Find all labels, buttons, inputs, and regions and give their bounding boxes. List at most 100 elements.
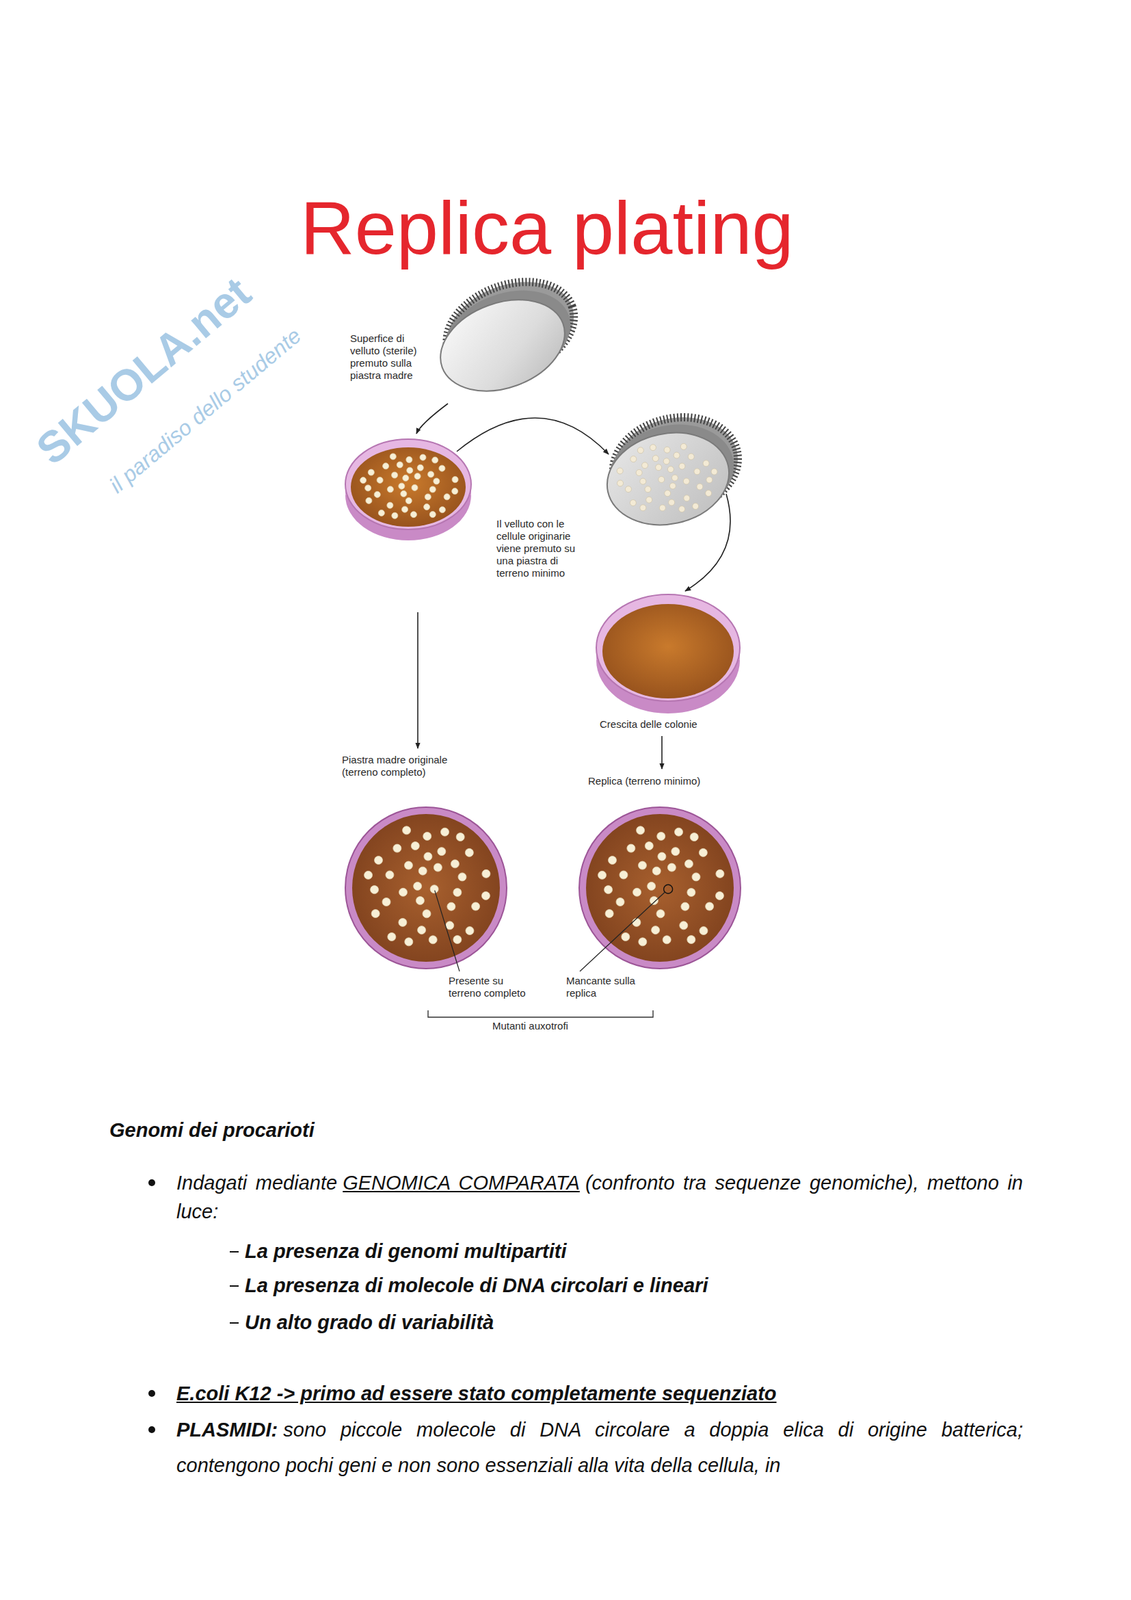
colony xyxy=(652,455,659,462)
colony xyxy=(692,872,701,881)
colony xyxy=(617,480,624,487)
colony xyxy=(683,495,690,502)
colony xyxy=(464,847,474,857)
colony xyxy=(711,468,718,475)
colony xyxy=(465,926,474,935)
colony xyxy=(681,901,690,911)
colony xyxy=(630,456,637,463)
colony xyxy=(389,453,396,460)
colony xyxy=(706,476,713,483)
colony xyxy=(683,477,690,485)
colony xyxy=(616,897,625,907)
colony xyxy=(441,827,450,836)
bullet xyxy=(148,1389,156,1397)
colony xyxy=(367,469,375,476)
sub-item: Un alto grado di variabilità xyxy=(244,1307,494,1337)
colony xyxy=(619,870,628,879)
colony xyxy=(649,444,656,451)
sub-item: La presenza di molecole di DNA circolari… xyxy=(244,1270,708,1300)
leader-lines xyxy=(434,890,665,971)
colony xyxy=(668,499,675,506)
colony xyxy=(640,504,647,511)
colony-callout: Presente su terreno completo xyxy=(448,974,535,1000)
colony-group xyxy=(616,443,718,512)
colony xyxy=(417,925,427,935)
colony xyxy=(423,503,431,511)
colony xyxy=(450,859,459,868)
colony xyxy=(671,847,680,856)
colony xyxy=(604,885,613,894)
colony xyxy=(667,466,674,473)
petri-dish xyxy=(345,806,507,969)
colony xyxy=(662,935,671,944)
colony xyxy=(418,866,427,875)
bracket-label: Mutanti auxotrofi xyxy=(492,1019,569,1032)
step-note: Superfice di velluto (sterile) premuto s… xyxy=(350,332,431,382)
colony xyxy=(667,862,676,872)
colony xyxy=(417,464,424,471)
velvet-block xyxy=(422,265,591,408)
colony xyxy=(387,486,394,493)
colony xyxy=(401,506,408,513)
colony xyxy=(715,890,724,900)
colony xyxy=(374,490,381,498)
colony xyxy=(424,493,431,500)
colony xyxy=(699,926,708,935)
colony xyxy=(674,827,684,836)
colony xyxy=(656,909,665,918)
page-title: Replica plating xyxy=(205,183,889,273)
colony xyxy=(387,932,396,941)
colony xyxy=(423,852,433,861)
arrow xyxy=(456,417,609,455)
colony xyxy=(387,501,394,509)
arrow xyxy=(661,735,663,769)
colony xyxy=(671,474,678,481)
colony xyxy=(445,921,455,930)
petri-dish xyxy=(345,438,472,541)
colony xyxy=(702,460,710,467)
colony xyxy=(382,462,390,470)
colony xyxy=(433,862,442,872)
colony xyxy=(410,841,420,850)
colony xyxy=(365,484,372,491)
colony xyxy=(456,832,465,842)
dash xyxy=(229,1250,239,1253)
colony xyxy=(644,841,654,850)
colony xyxy=(453,888,462,897)
colony xyxy=(391,512,398,519)
dash xyxy=(229,1321,239,1324)
colony xyxy=(687,888,696,897)
colony xyxy=(698,847,708,857)
colony xyxy=(382,897,391,907)
colony xyxy=(430,884,439,894)
leader-line xyxy=(579,892,665,971)
colony xyxy=(679,462,686,470)
colony xyxy=(451,488,459,495)
colony xyxy=(404,937,414,946)
colony xyxy=(637,860,647,870)
bullet-paragraph: PLASMIDI:sono piccole molecole di DNA ci… xyxy=(176,1411,1023,1483)
colony xyxy=(663,458,670,465)
colony xyxy=(360,477,367,484)
colony xyxy=(400,490,407,497)
colony xyxy=(627,843,636,853)
key-term: PLASMIDI: xyxy=(176,1418,278,1441)
dash xyxy=(229,1284,239,1287)
leader-line xyxy=(434,890,460,971)
bullet-paragraph: Indagati medianteGENOMICA COMPARATA(conf… xyxy=(176,1167,1023,1226)
colony xyxy=(365,497,372,504)
colony xyxy=(684,859,693,868)
section-heading: Genomi dei procarioti xyxy=(109,1115,315,1144)
colony xyxy=(374,856,383,865)
colony xyxy=(652,866,661,875)
plate-label: Replica (terreno minimo) xyxy=(588,774,701,788)
colony xyxy=(616,467,623,474)
colony xyxy=(398,482,405,489)
colony xyxy=(649,896,658,905)
colony xyxy=(415,896,424,905)
colony xyxy=(632,917,641,926)
colony xyxy=(636,826,645,835)
colony xyxy=(413,881,422,890)
colony xyxy=(406,467,414,474)
